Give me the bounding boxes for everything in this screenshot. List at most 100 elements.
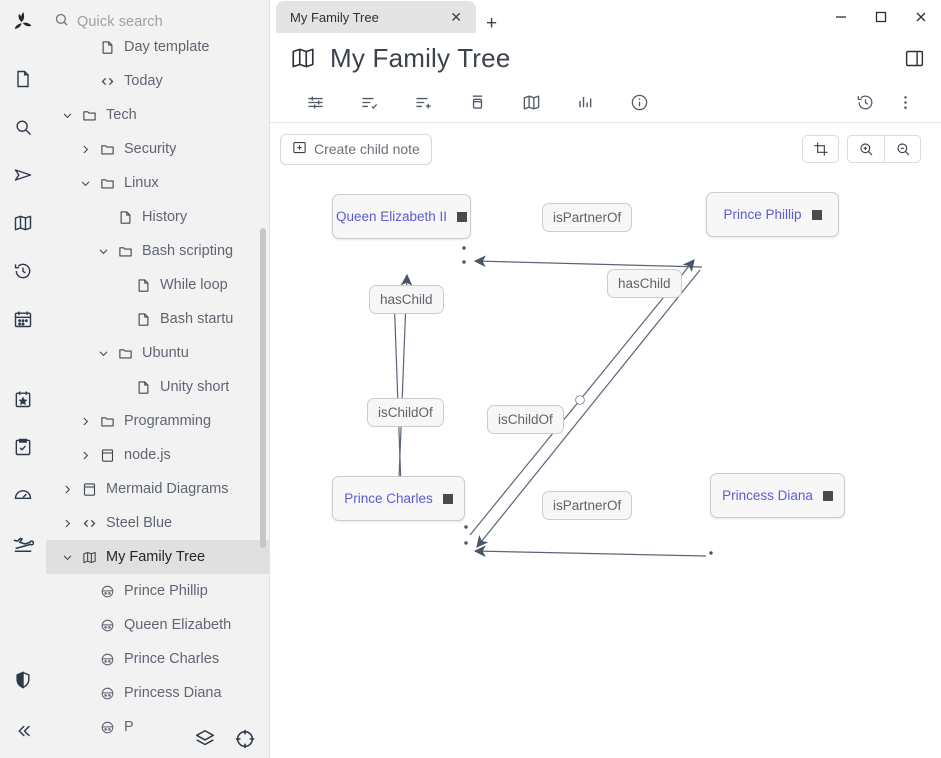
edge-label-ispartnerof[interactable]: isPartnerOf (542, 203, 633, 232)
twisty-icon[interactable] (74, 178, 96, 189)
twisty-icon[interactable] (74, 450, 96, 461)
sidebar-scrollbar[interactable] (260, 228, 266, 548)
sidebar-item-today[interactable]: Today (46, 64, 270, 98)
sidebar-item-history[interactable]: History (46, 200, 270, 234)
note-icon (96, 40, 118, 55)
graph-node-diana[interactable]: Princess Diana (710, 473, 845, 518)
sidebar-item-label: Queen Elizabeth (124, 617, 232, 633)
graph-node-phil[interactable]: Prince Phillip (706, 192, 839, 237)
sidebar-item-mermaid-diagrams[interactable]: Mermaid Diagrams (46, 472, 270, 506)
tab-my-family-tree[interactable]: My Family Tree ✕ (276, 1, 476, 33)
quick-search[interactable]: Quick search (46, 0, 270, 44)
right-panel-icon[interactable] (904, 48, 925, 69)
rail-tasks-icon[interactable] (0, 423, 46, 471)
layers-icon[interactable] (194, 728, 216, 750)
rail-bookmark-calendar-icon[interactable] (0, 375, 46, 423)
note-toolbar (270, 83, 941, 123)
window-maximize-icon[interactable] (861, 0, 901, 33)
sliders-icon[interactable] (288, 93, 342, 112)
sidebar-item-unity-short[interactable]: Unity short (46, 370, 270, 404)
twisty-icon[interactable] (56, 484, 78, 495)
sidebar-item-node-js[interactable]: node.js (46, 438, 270, 472)
sidebar-item-label: Prince Phillip (124, 583, 208, 599)
bar-chart-icon[interactable] (558, 93, 612, 112)
sidebar-item-label: Ubuntu (142, 345, 189, 361)
note-icon (132, 312, 154, 327)
sidebar-item-prince-phillip[interactable]: Prince Phillip (46, 574, 270, 608)
graph-node-label: Princess Diana (722, 488, 813, 503)
note-marker-icon[interactable] (457, 211, 468, 222)
zoom-out-icon[interactable] (884, 135, 921, 163)
graph-edges (393, 230, 713, 558)
rail-send-icon[interactable] (0, 151, 46, 199)
edge-label-ischildof[interactable]: isChildOf (487, 405, 564, 434)
icon-rail (0, 0, 46, 758)
window-minimize-icon[interactable] (821, 0, 861, 33)
note-marker-icon[interactable] (822, 490, 833, 501)
create-child-note-button[interactable]: Create child note (280, 133, 432, 165)
reset-frame-icon[interactable] (802, 135, 839, 163)
sidebar-item-security[interactable]: Security (46, 132, 270, 166)
edge-label-ispartnerof[interactable]: isPartnerOf (542, 491, 633, 520)
rail-gauge-icon[interactable] (0, 471, 46, 519)
sidebar-item-while-loop[interactable]: While loop (46, 268, 270, 302)
twisty-icon[interactable] (92, 246, 114, 257)
sidebar-item-bash-startu[interactable]: Bash startu (46, 302, 270, 336)
window-close-icon[interactable] (901, 0, 941, 33)
zoom-in-icon[interactable] (847, 135, 884, 163)
more-vertical-icon[interactable] (885, 93, 925, 112)
edge-label-haschild[interactable]: hasChild (607, 269, 682, 298)
graph-node-charles[interactable]: Prince Charles (332, 476, 465, 521)
sidebar-item-my-family-tree[interactable]: My Family Tree (46, 540, 270, 574)
info-icon[interactable] (612, 93, 666, 112)
twisty-icon[interactable] (92, 348, 114, 359)
sidebar-item-prince-charles[interactable]: Prince Charles (46, 642, 270, 676)
twisty-icon[interactable] (56, 110, 78, 121)
relation-icon (96, 618, 118, 633)
sidebar-item-steel-blue[interactable]: Steel Blue (46, 506, 270, 540)
sidebar-item-day-template[interactable]: Day template (46, 30, 270, 64)
edge-label-text: hasChild (618, 276, 671, 291)
note-marker-icon[interactable] (811, 209, 822, 220)
rail-search-icon[interactable] (0, 103, 46, 151)
rail-plane-icon[interactable] (0, 519, 46, 567)
twisty-icon[interactable] (74, 416, 96, 427)
graph-node-label: Prince Charles (344, 491, 433, 506)
rail-calendar-icon[interactable] (0, 295, 46, 343)
note-marker-icon[interactable] (442, 493, 453, 504)
sidebar-item-princess-diana[interactable]: Princess Diana (46, 676, 270, 710)
twisty-icon[interactable] (56, 552, 78, 563)
sidebar-item-label: Mermaid Diagrams (106, 481, 229, 497)
list-check-icon[interactable] (342, 93, 396, 112)
quick-search-placeholder: Quick search (77, 14, 163, 30)
sidebar-item-label: Unity short (160, 379, 230, 395)
center-target-icon[interactable] (234, 728, 256, 750)
rail-note-icon[interactable] (0, 55, 46, 103)
collapse-sidebar-icon[interactable] (0, 704, 46, 758)
history-icon[interactable] (845, 93, 885, 112)
sidebar-item-ubuntu[interactable]: Ubuntu (46, 336, 270, 370)
sidebar-item-queen-elizabeth[interactable]: Queen Elizabeth (46, 608, 270, 642)
sidebar-item-bash-scripting[interactable]: Bash scripting (46, 234, 270, 268)
rail-map-icon[interactable] (0, 199, 46, 247)
sidebar-item-programming[interactable]: Programming (46, 404, 270, 438)
map-icon[interactable] (504, 93, 558, 112)
edge-label-text: isChildOf (378, 405, 433, 420)
database-icon[interactable] (450, 93, 504, 112)
graph-node-qe2[interactable]: Queen Elizabeth II (332, 194, 471, 239)
tab-close-icon[interactable]: ✕ (450, 9, 462, 25)
shield-icon[interactable] (0, 656, 46, 704)
edge-label-haschild[interactable]: hasChild (369, 285, 444, 314)
twisty-icon[interactable] (56, 518, 78, 529)
rail-history-icon[interactable] (0, 247, 46, 295)
sidebar-item-tech[interactable]: Tech (46, 98, 270, 132)
list-plus-icon[interactable] (396, 93, 450, 112)
app-logo-icon[interactable] (8, 6, 38, 41)
new-tab-button[interactable]: + (486, 13, 498, 34)
edge-label-ischildof[interactable]: isChildOf (367, 398, 444, 427)
relation-icon (96, 686, 118, 701)
sidebar-item-linux[interactable]: Linux (46, 166, 270, 200)
sidebar-item-p[interactable]: P (46, 710, 270, 744)
twisty-icon[interactable] (74, 144, 96, 155)
